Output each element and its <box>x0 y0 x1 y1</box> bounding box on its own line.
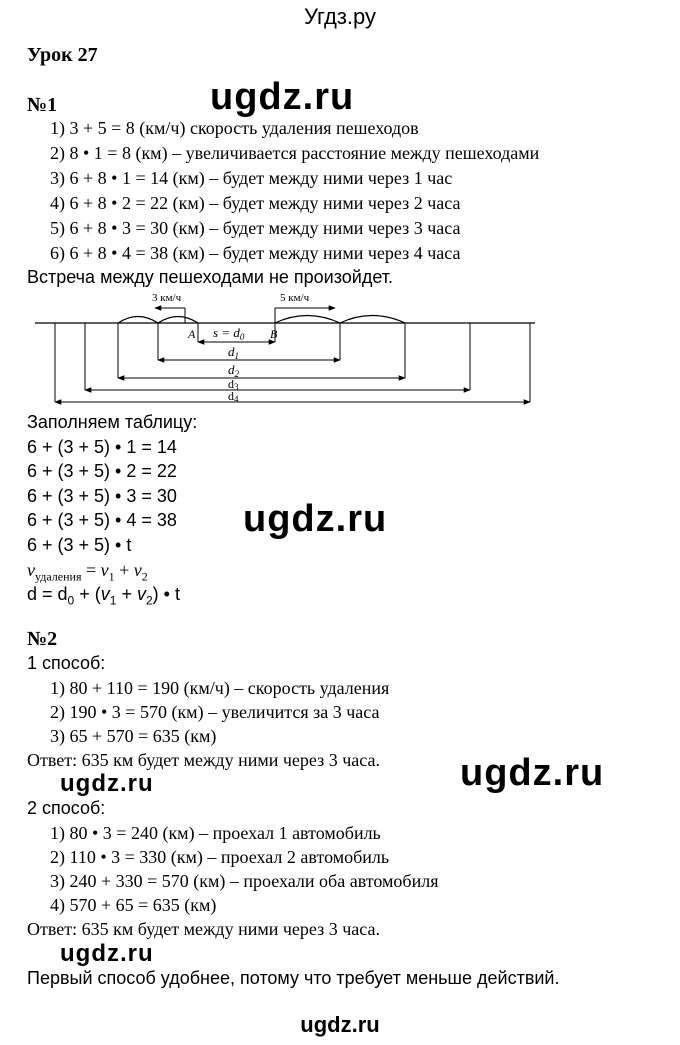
watermark: ugdz.ru <box>210 76 355 118</box>
watermark: ugdz.ru <box>243 498 388 540</box>
task1-step: 3) 6 + 8 • 1 = 14 (км) – будет между ним… <box>50 168 453 188</box>
d1-label: d1 <box>228 344 239 361</box>
task2-step: 2) 190 • 3 = 570 (км) – увеличится за 3 … <box>50 702 380 722</box>
table-line: 6 + (3 + 5) • 2 = 22 <box>27 461 177 481</box>
watermark: ugdz.ru <box>460 752 605 794</box>
lesson-title: Урок 27 <box>27 44 98 66</box>
task1-step: 5) 6 + 8 • 3 = 30 (км) – будет между ним… <box>50 218 461 238</box>
table-line: 6 + (3 + 5) • 1 = 14 <box>27 437 177 457</box>
task-number: №2 <box>27 628 58 650</box>
task1-conclusion: Встреча между пешеходами не произойдет. <box>27 267 394 287</box>
task2-step: 1) 80 • 3 = 240 (км) – проехал 1 автомоб… <box>50 823 381 843</box>
watermark: ugdz.ru <box>60 940 154 967</box>
s-label: s = d0 <box>213 325 245 342</box>
task2-step: 2) 110 • 3 = 330 (км) – проехал 2 автомо… <box>50 847 390 867</box>
task1-step: 4) 6 + 8 • 2 = 22 (км) – будет между ним… <box>50 193 461 213</box>
table-line: 6 + (3 + 5) • 3 = 30 <box>27 486 177 506</box>
point-b-label: B <box>270 327 278 341</box>
site-header: Угдз.ру <box>303 4 377 29</box>
task2-step: 4) 570 + 65 = 635 (км) <box>50 895 217 915</box>
d2-label: d2 <box>228 362 240 379</box>
task2-step: 3) 240 + 330 = 570 (км) – проехали оба а… <box>50 871 439 891</box>
formula-v: vудаления = v1 + v2 <box>27 560 148 584</box>
task1-step: 2) 8 • 1 = 8 (км) – увеличивается рассто… <box>50 143 540 163</box>
motion-diagram: 3 км/ч 5 км/ч A B s = d0 d1 d2 d3 d4 <box>35 292 535 405</box>
d3-label: d3 <box>228 377 239 392</box>
task1-step: 6) 6 + 8 • 4 = 38 (км) – будет между ним… <box>50 243 461 263</box>
task2-answer: Ответ: 635 км будет между ними через 3 ч… <box>27 750 380 770</box>
final-note: Первый способ удобнее, потому что требуе… <box>27 968 560 988</box>
task2-step: 1) 80 + 110 = 190 (км/ч) – скорость удал… <box>50 678 390 698</box>
site-footer: ugdz.ru <box>300 1012 380 1037</box>
table-intro: Заполняем таблицу: <box>27 412 198 432</box>
method-title: 2 способ: <box>27 798 106 818</box>
watermark: ugdz.ru <box>60 770 154 797</box>
d4-label: d4 <box>228 389 239 404</box>
task-number: №1 <box>27 94 58 116</box>
speed-right-label: 5 км/ч <box>280 292 310 304</box>
table-line: 6 + (3 + 5) • t <box>27 535 132 555</box>
task2-answer: Ответ: 635 км будет между ними через 3 ч… <box>27 919 380 939</box>
method-title: 1 способ: <box>27 653 106 673</box>
task1-step: 1) 3 + 5 = 8 (км/ч) скорость удаления пе… <box>50 118 419 138</box>
table-line: 6 + (3 + 5) • 4 = 38 <box>27 510 177 530</box>
task2-step: 3) 65 + 570 = 635 (км) <box>50 726 217 746</box>
formula-d: d = d0 + (v1 + v2) • t <box>27 584 180 608</box>
speed-left-label: 3 км/ч <box>152 292 182 304</box>
point-a-label: A <box>187 327 196 341</box>
